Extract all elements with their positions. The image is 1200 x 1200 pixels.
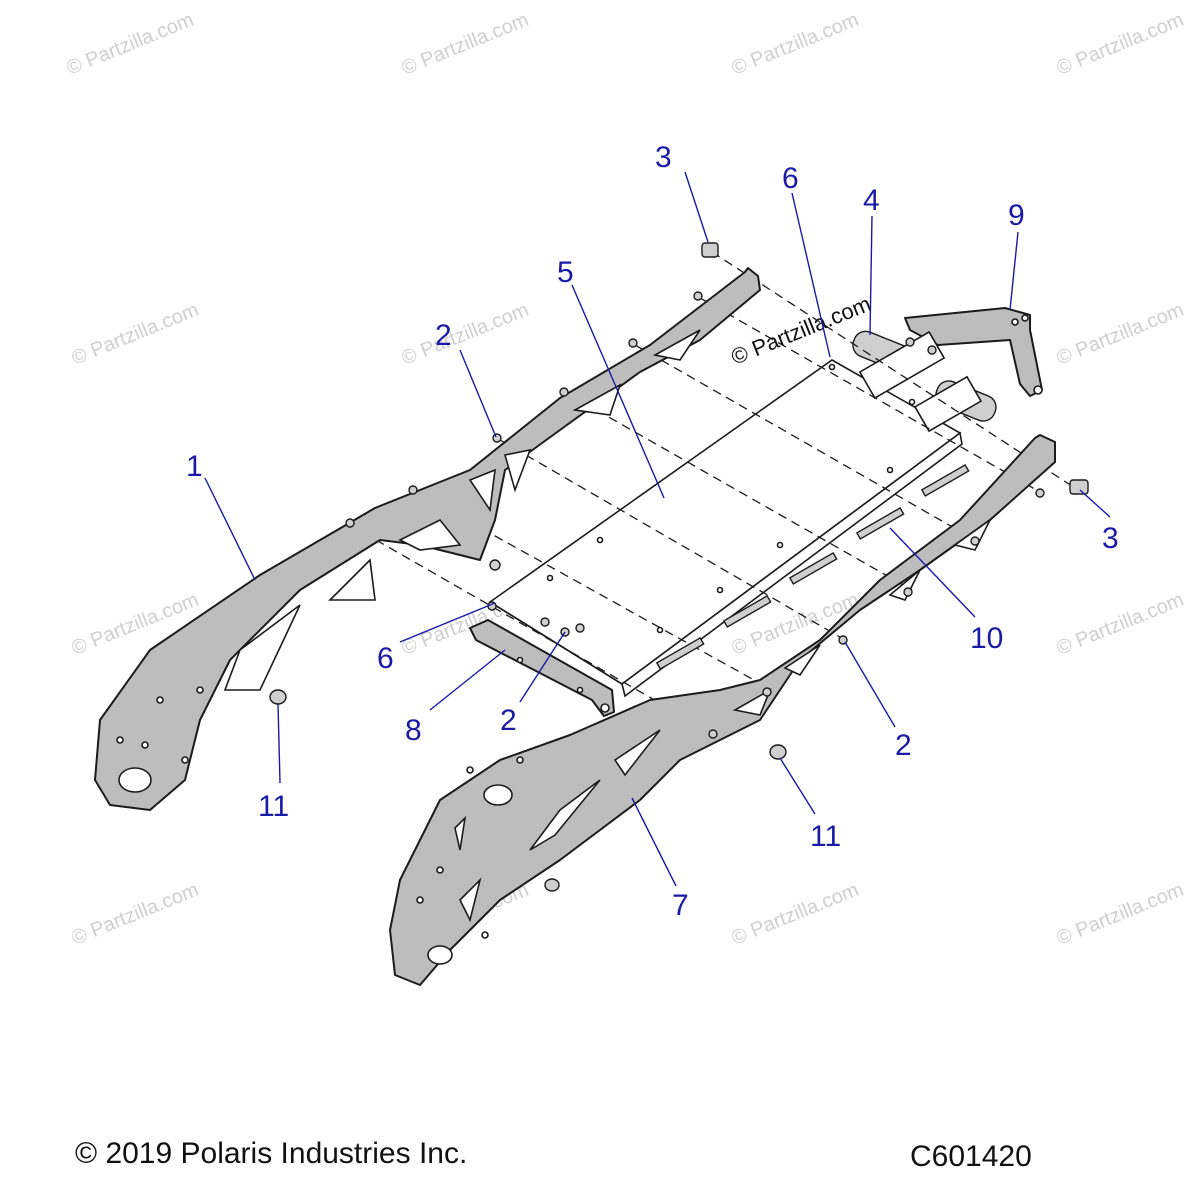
watermark: © Partzilla.com [1054, 9, 1187, 80]
left-frame-rail [94, 267, 761, 811]
callout-7: 7 [672, 889, 689, 922]
callout-9: 9 [1008, 199, 1025, 232]
callout-1: 1 [186, 450, 203, 483]
watermark: © Partzilla.com [399, 9, 532, 80]
callout-11-left: 11 [258, 790, 289, 823]
callout-11-right: 11 [810, 820, 841, 853]
callout-5: 5 [557, 256, 574, 289]
rollers [852, 330, 997, 433]
callout-2-front: 2 [500, 704, 517, 737]
callout-3-upper: 3 [655, 141, 672, 174]
watermark: © Partzilla.com [1054, 879, 1187, 950]
slots [655, 463, 970, 670]
callout-6-upper: 6 [782, 162, 799, 195]
watermark: © Partzilla.com [1054, 299, 1187, 370]
watermark: © Partzilla.com [69, 299, 202, 370]
callout-3-right: 3 [1102, 522, 1119, 555]
watermark: © Partzilla.com [64, 9, 197, 80]
callout-8: 8 [405, 714, 422, 747]
callout-6-lower: 6 [377, 642, 394, 675]
right-frame-rail [389, 434, 1056, 986]
callout-2-right: 2 [895, 729, 912, 762]
copyright-text: © 2019 Polaris Industries Inc. [75, 1137, 468, 1170]
watermark: © Partzilla.com [729, 879, 862, 950]
watermark: © Partzilla.com [399, 299, 532, 370]
callout-10: 10 [970, 622, 1003, 655]
watermark: © Partzilla.com [1054, 589, 1187, 660]
watermark: © Partzilla.com [69, 879, 202, 950]
callout-2-upper: 2 [435, 319, 452, 352]
watermark-center: © Partzilla.com [728, 291, 875, 370]
callout-4: 4 [863, 184, 880, 217]
fasteners [269, 242, 1089, 892]
leader-lines [204, 171, 1111, 887]
callout-layer: 1 2 2 2 2 3 3 4 5 6 6 7 8 9 10 11 11 [186, 141, 1119, 922]
watermark: © Partzilla.com [729, 9, 862, 80]
diagram-code: C601420 [910, 1140, 1032, 1173]
